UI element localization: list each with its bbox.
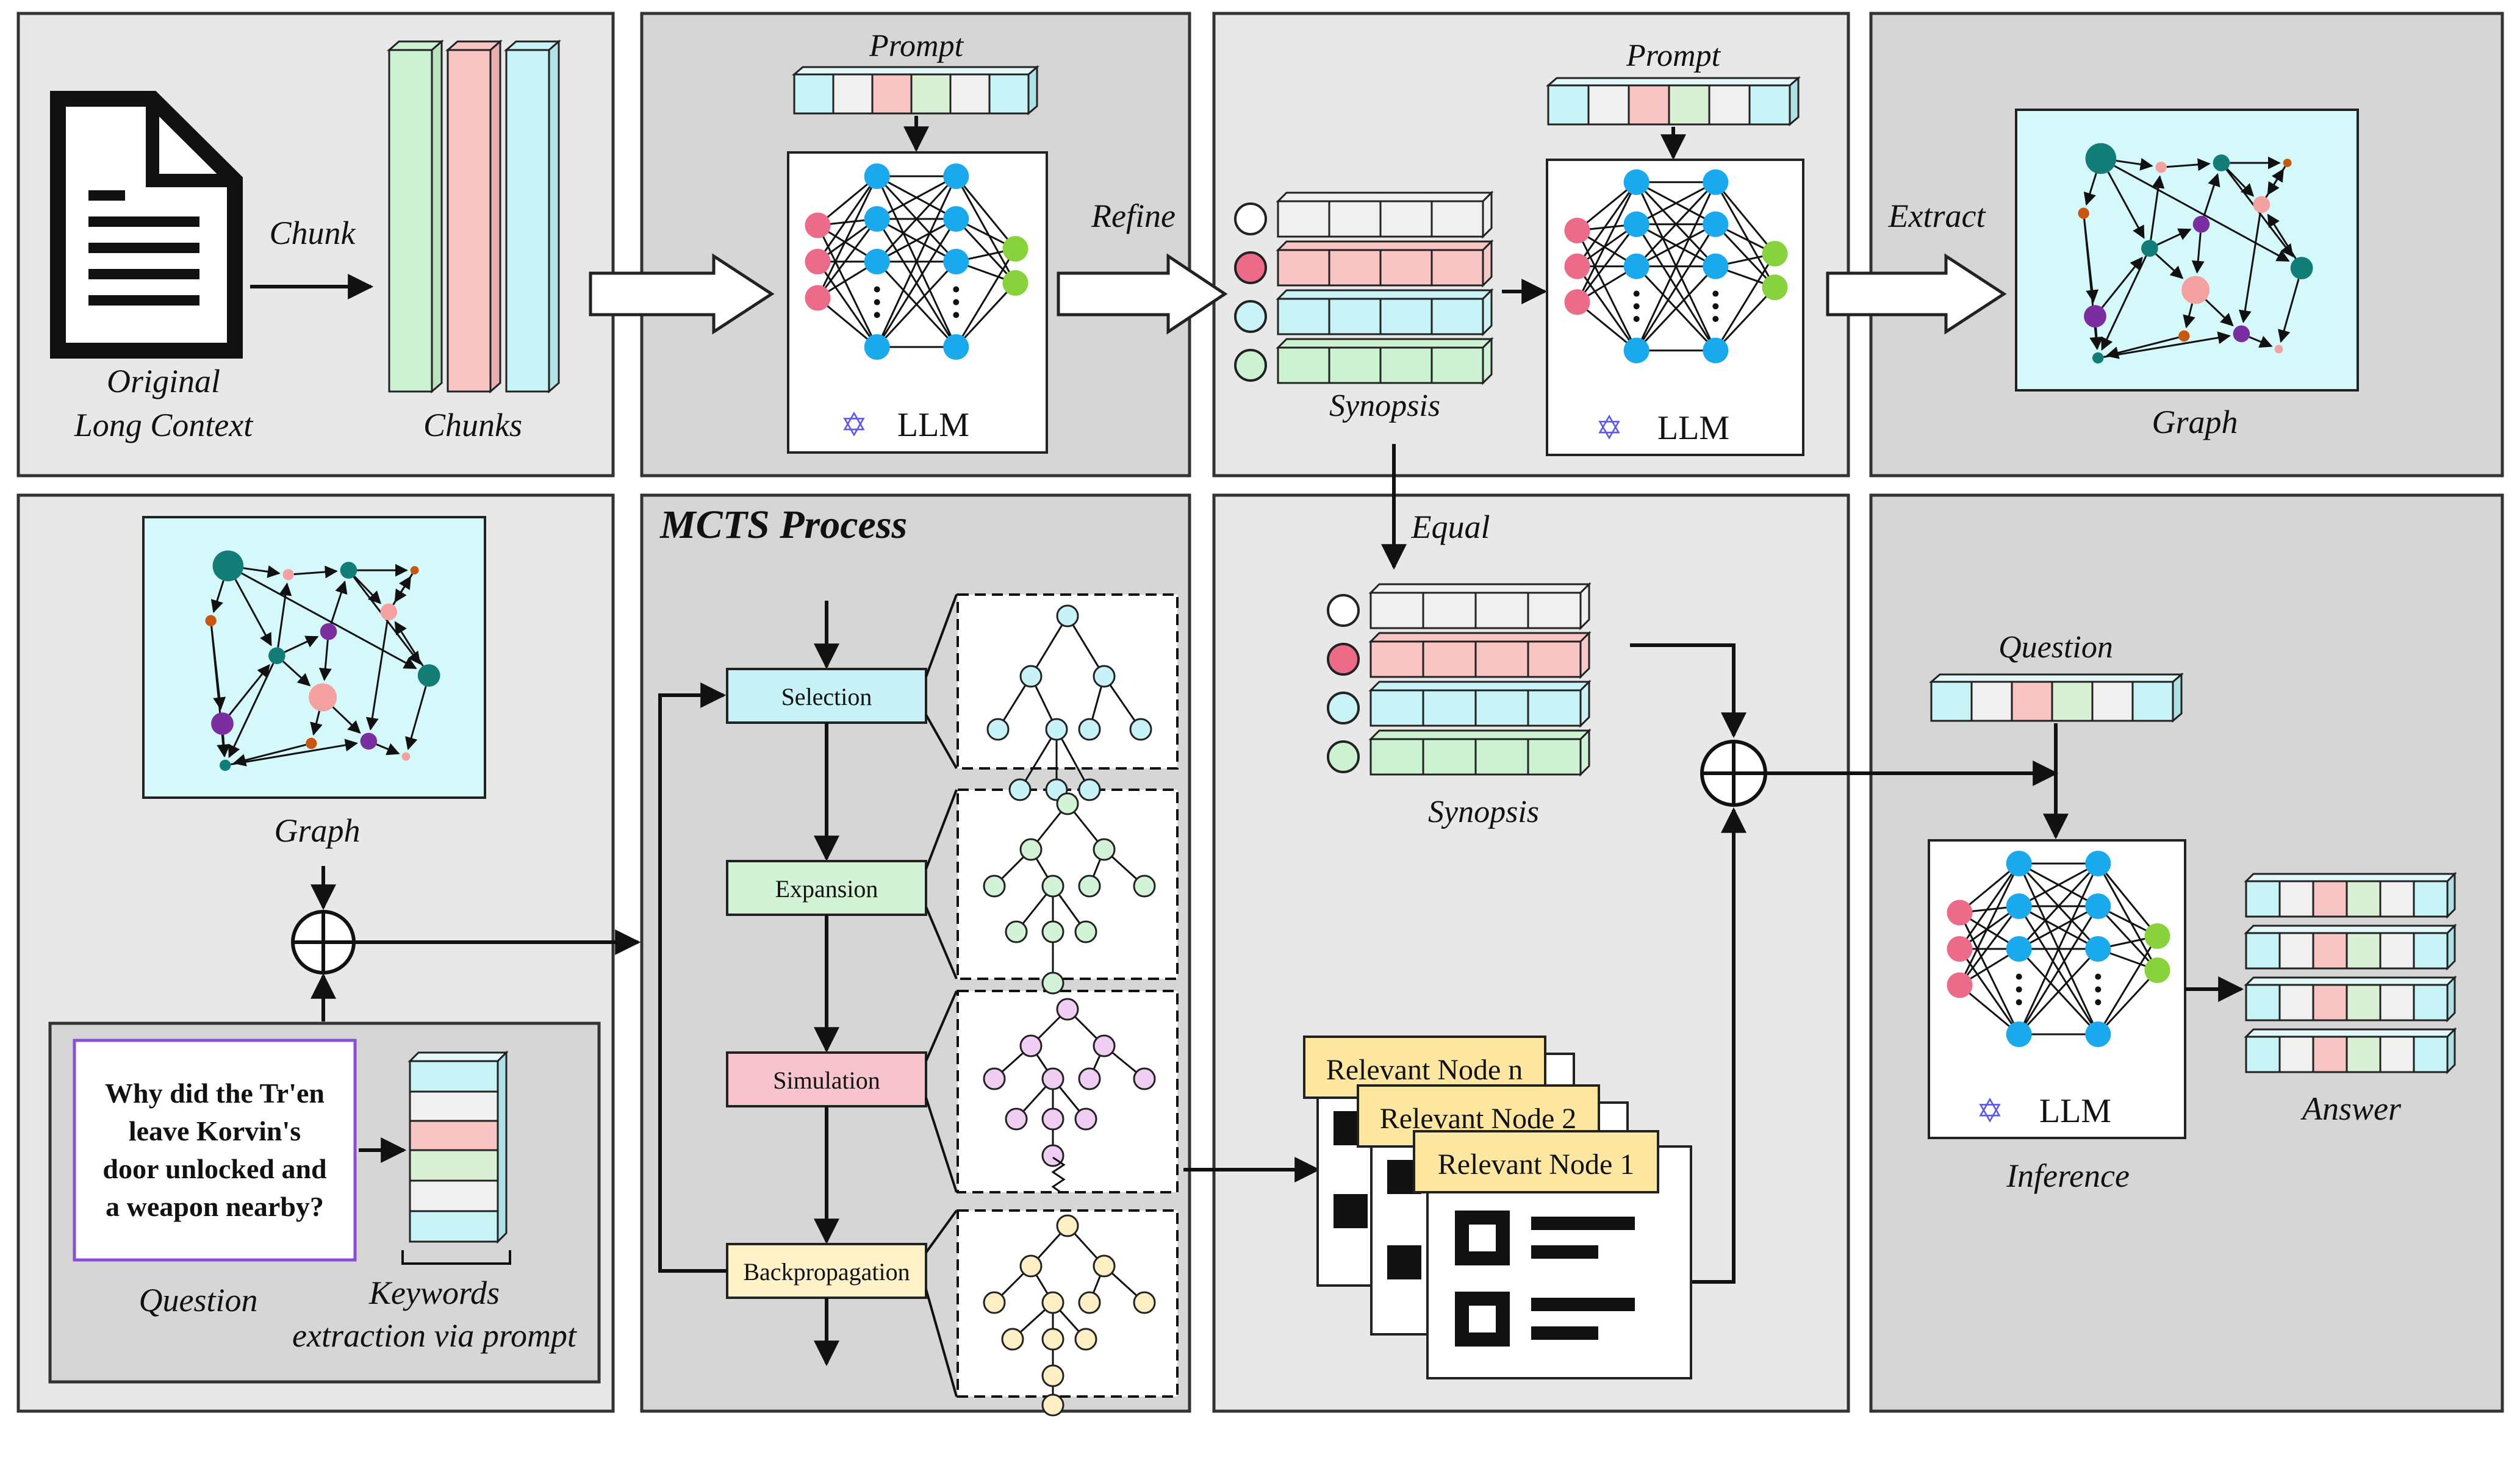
mcts-step-label-simulation: Simulation <box>773 1067 880 1094</box>
graph-icon-1 <box>2015 109 2359 392</box>
plus-circle-icon <box>1700 740 1767 807</box>
question-token-bar <box>1928 672 2184 723</box>
tree-icon-backpropagation <box>983 1214 1156 1417</box>
relevant-node-label-2: Relevant Node 2 <box>1380 1103 1577 1135</box>
tree-icon-simulation <box>983 998 1156 1194</box>
plus-circle-icon <box>291 910 356 975</box>
mcts-loop-arrow <box>658 682 727 1273</box>
keywords-caption-line1: Keywords <box>368 1275 500 1311</box>
mcts-step-label-selection: Selection <box>781 683 872 710</box>
mcts-step-expansion: Expansion <box>726 860 927 916</box>
block-arrow-3 <box>1826 253 2007 335</box>
mcts-step-label-expansion: Expansion <box>775 875 878 903</box>
mcts-step-selection: Selection <box>726 668 927 724</box>
relevant-node-icon <box>1455 1211 1635 1347</box>
llm-logo-icon: ✡ <box>1976 1093 2003 1129</box>
relevant-node-label-1: Relevant Node 1 <box>1438 1148 1635 1181</box>
chunks-caption: Chunks <box>423 407 522 443</box>
llm-label-2: LLM <box>1657 409 1729 447</box>
llm-label-3: LLM <box>2039 1092 2111 1130</box>
neural-network-icon <box>1947 850 2170 1048</box>
chunk-label: Chunk <box>270 215 356 251</box>
chunk-green <box>388 49 433 393</box>
keywords-caption-line2: extraction via prompt <box>292 1317 578 1354</box>
prompt-label-1: Prompt <box>869 29 964 63</box>
synopsis-table-1 <box>1234 190 1494 385</box>
keywords-brace <box>401 1250 511 1265</box>
question-text-line2: leave Korvin's <box>129 1115 301 1146</box>
neural-network-icon <box>805 163 1028 360</box>
mcts-step-backpropagation: Backpropagation <box>726 1243 927 1299</box>
question-card <box>73 1039 357 1262</box>
llm-box-1: ✡ LLM <box>787 151 1048 454</box>
mcts-step-label-backpropagation: Backpropagation <box>743 1258 910 1286</box>
document-icon <box>50 91 243 359</box>
llm-box-2: ✡ LLM <box>1546 159 1804 456</box>
graph-caption-1: Graph <box>2152 404 2238 440</box>
llm-logo-icon: ✡ <box>1595 410 1623 446</box>
chunk-cyan <box>505 49 550 393</box>
doc-caption-line1: Original <box>107 363 220 399</box>
relevant-node-card-1: Relevant Node 1 <box>1413 1130 1692 1379</box>
mcts-step-simulation: Simulation <box>726 1051 927 1107</box>
neural-network-icon <box>1564 169 1788 363</box>
question-text-line3: door unlocked and <box>102 1153 327 1184</box>
question-text-line4: a weapon nearby? <box>106 1191 324 1222</box>
mcts-title: MCTS Process <box>659 503 907 547</box>
prompt-label-2: Prompt <box>1626 38 1721 73</box>
tree-box-simulation <box>957 990 1179 1193</box>
synopsis-caption-2: Synopsis <box>1428 795 1539 829</box>
doc-caption-line2: Long Context <box>74 407 254 443</box>
synopsis-caption-1: Synopsis <box>1329 388 1440 423</box>
prompt-token-bar-2 <box>1545 76 1801 127</box>
prompt-token-bar-1 <box>791 65 1040 116</box>
answer-token-bars <box>2244 871 2457 1075</box>
question-text-line1: Why did the Tr'en <box>105 1078 325 1109</box>
graph-caption-2: Graph <box>274 812 360 849</box>
inference-caption: Inference <box>2006 1157 2130 1194</box>
chunk-pink <box>447 49 492 393</box>
tree-icon-expansion <box>983 792 1156 995</box>
answer-caption: Answer <box>2300 1090 2402 1127</box>
tree-icon-selection <box>986 604 1152 801</box>
llm-label-1: LLM <box>897 406 969 444</box>
chunks-stack <box>387 39 561 394</box>
extract-label: Extract <box>1888 198 1987 234</box>
equal-label: Equal <box>1411 509 1490 545</box>
block-arrow-2 <box>1057 253 1228 335</box>
llm-logo-icon: ✡ <box>840 407 867 443</box>
keywords-stack <box>407 1050 509 1244</box>
llm-box-3: ✡ LLM <box>1928 839 2186 1139</box>
synopsis-table-2 <box>1327 582 1592 777</box>
question-caption: Question <box>139 1282 258 1318</box>
graph-icon-2 <box>142 516 486 799</box>
refine-label: Refine <box>1091 198 1176 234</box>
relevant-node-label-n: Relevant Node n <box>1326 1054 1523 1086</box>
block-arrow-1 <box>589 253 775 335</box>
question-label-2: Question <box>1998 630 2113 665</box>
